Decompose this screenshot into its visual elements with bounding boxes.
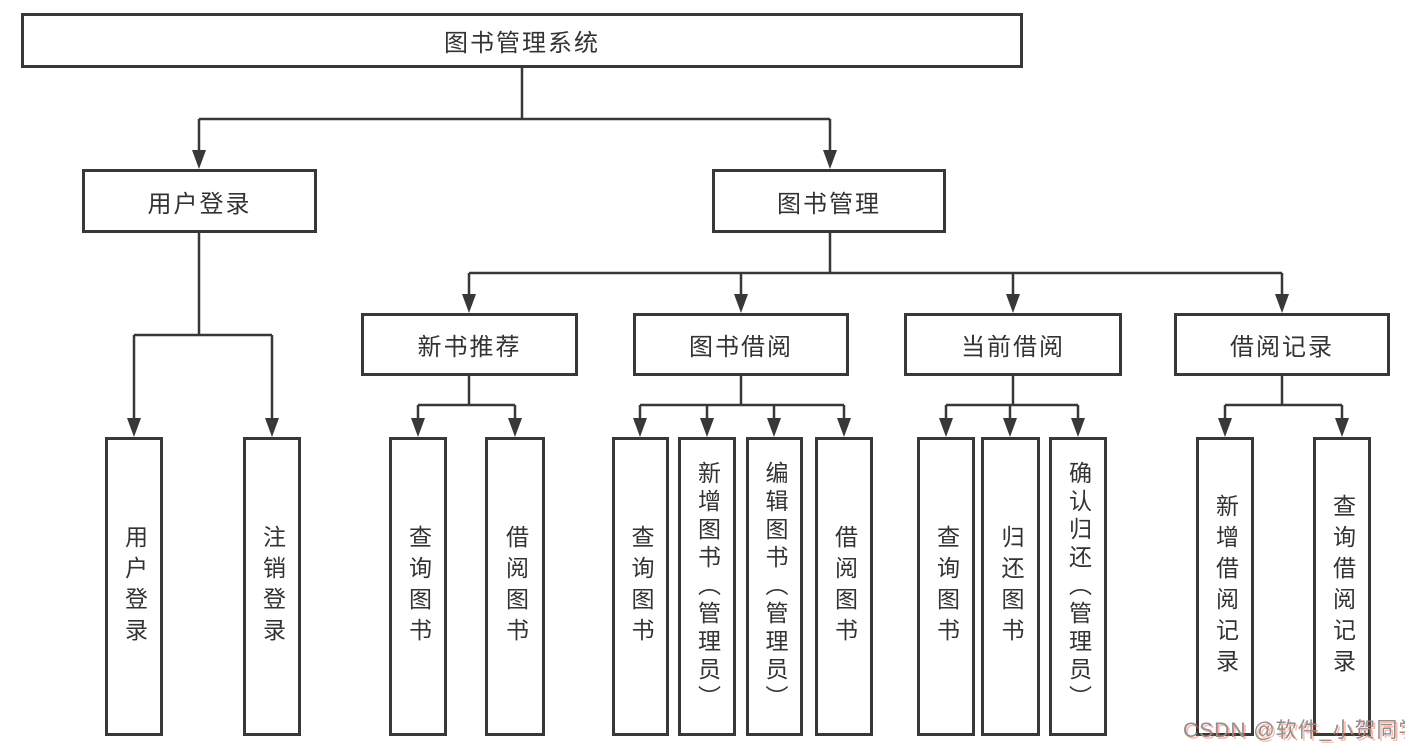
connector-root-to-level2 <box>197 68 832 152</box>
connector-user-login-branch <box>132 233 274 420</box>
leaf-user-login: 用户登录 <box>105 437 163 736</box>
connector-new-book-recommend-branch <box>416 376 517 420</box>
leaf-logout: 注销登录 <box>243 437 301 736</box>
node-user-login: 用户登录 <box>82 169 317 233</box>
leaf-borrowing-query-books: 查询图书 <box>612 437 669 736</box>
leaf-newrec-query-books-label: 查询图书 <box>405 524 432 649</box>
leaf-records-add-record-label: 新增借阅记录 <box>1212 493 1239 680</box>
leaf-records-query-record: 查询借阅记录 <box>1313 437 1371 736</box>
node-current-borrowing-label: 当前借阅 <box>961 334 1065 361</box>
connector-book-borrowing-branch <box>638 376 846 420</box>
leaf-newrec-query-books: 查询图书 <box>389 437 447 736</box>
leaf-records-query-record-label: 查询借阅记录 <box>1329 493 1356 680</box>
node-root-system-label: 图书管理系统 <box>444 30 600 57</box>
node-book-management-label: 图书管理 <box>777 190 881 218</box>
leaf-newrec-borrow-books: 借阅图书 <box>485 437 545 736</box>
connector-borrowing-records-branch <box>1223 376 1344 420</box>
node-new-book-recommend: 新书推荐 <box>361 313 578 376</box>
leaf-borrowing-query-books-label: 查询图书 <box>628 524 654 649</box>
connector-book-management-branch <box>467 233 1284 296</box>
leaf-newrec-borrow-books-label: 借阅图书 <box>502 524 529 649</box>
leaf-current-query-books: 查询图书 <box>917 437 975 736</box>
leaf-current-confirm-return-admin-label: 确认归还（管理员） <box>1065 460 1092 713</box>
connector-current-borrowing-branch <box>944 376 1080 420</box>
watermark: CSDN @软件_小贺同学 <box>1183 719 1405 742</box>
leaf-borrowing-borrow-books: 借阅图书 <box>815 437 873 736</box>
node-book-borrowing-label: 图书借阅 <box>689 334 793 361</box>
leaf-logout-label: 注销登录 <box>259 524 286 649</box>
node-book-management: 图书管理 <box>712 169 946 233</box>
leaf-borrowing-add-books-admin: 新增图书（管理员） <box>678 437 736 736</box>
leaf-user-login-label: 用户登录 <box>121 524 148 649</box>
node-borrowing-records: 借阅记录 <box>1174 313 1390 376</box>
leaf-current-query-books-label: 查询图书 <box>933 524 960 649</box>
node-borrowing-records-label: 借阅记录 <box>1230 334 1334 361</box>
leaf-borrowing-add-books-admin-label: 新增图书（管理员） <box>694 460 721 713</box>
node-user-login-label: 用户登录 <box>147 190 252 218</box>
node-root-system: 图书管理系统 <box>21 13 1023 68</box>
leaf-current-return-books: 归还图书 <box>981 437 1040 736</box>
leaf-current-return-books-label: 归还图书 <box>998 524 1024 649</box>
arrowheads <box>127 150 1349 437</box>
node-new-book-recommend-label: 新书推荐 <box>417 334 522 361</box>
leaf-borrowing-borrow-books-label: 借阅图书 <box>831 524 858 649</box>
leaf-current-confirm-return-admin: 确认归还（管理员） <box>1049 437 1107 736</box>
node-book-borrowing: 图书借阅 <box>633 313 849 376</box>
leaf-records-add-record: 新增借阅记录 <box>1196 437 1254 736</box>
leaf-borrowing-edit-books-admin: 编辑图书（管理员） <box>746 437 803 736</box>
leaf-borrowing-edit-books-admin-label: 编辑图书（管理员） <box>762 460 788 713</box>
node-current-borrowing: 当前借阅 <box>904 313 1122 376</box>
